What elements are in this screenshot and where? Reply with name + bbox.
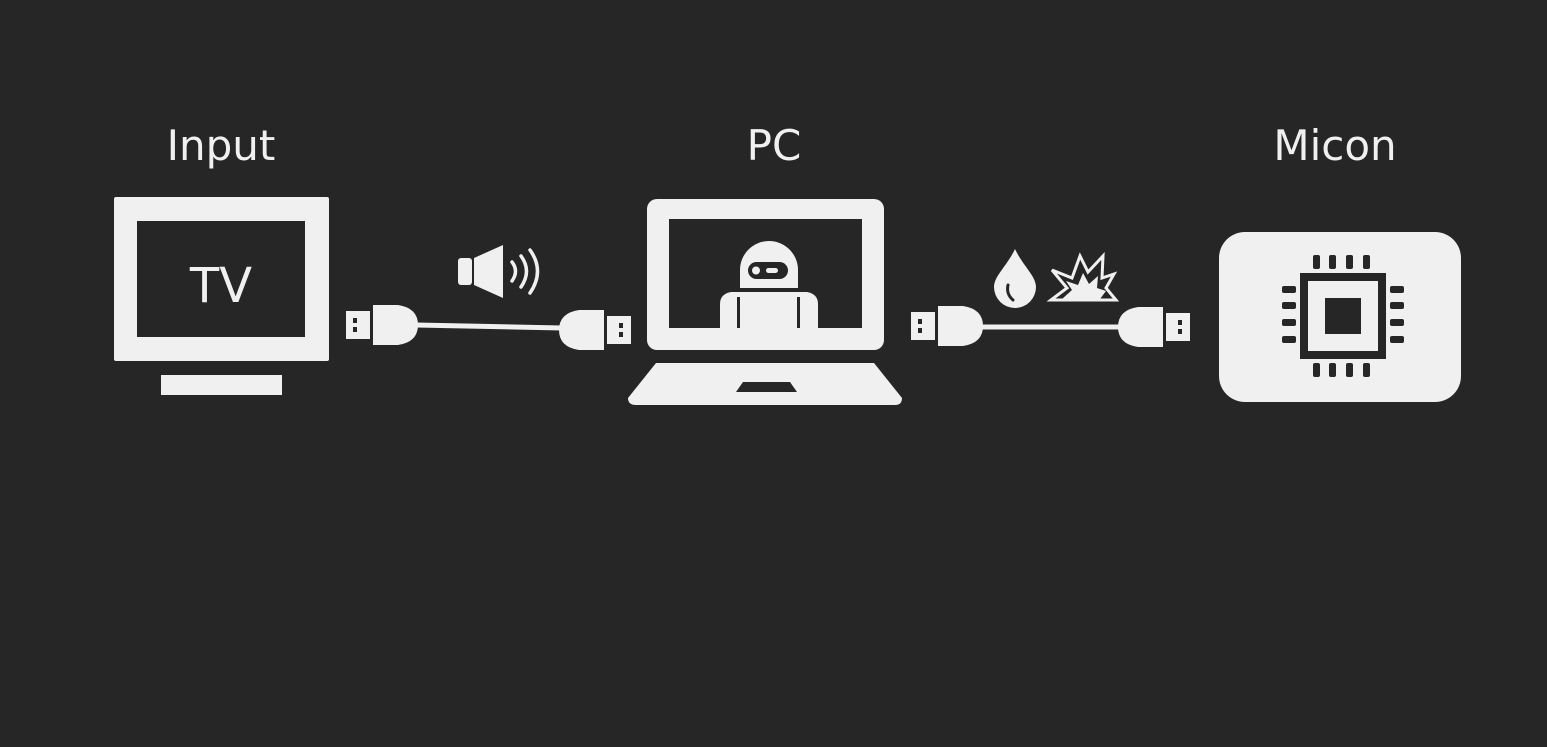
usb-cable-input-pc xyxy=(346,245,631,350)
pc-label: PC xyxy=(747,121,802,170)
micon-label: Micon xyxy=(1273,121,1396,170)
tv-icon: TV xyxy=(114,197,329,395)
usb-cable-pc-micon xyxy=(911,249,1190,347)
input-label: Input xyxy=(167,121,276,170)
usb-plug-left-icon xyxy=(346,305,418,345)
robot-icon xyxy=(720,241,818,328)
laptop-robot-icon xyxy=(628,199,902,405)
tv-screen-text: TV xyxy=(189,258,252,314)
microchip-icon xyxy=(1219,232,1461,402)
water-drop-icon xyxy=(994,249,1036,308)
usb-plug-right-icon xyxy=(1118,307,1190,347)
usb-plug-right-icon xyxy=(559,310,631,350)
speaker-icon xyxy=(458,245,540,298)
usb-plug-left-icon xyxy=(911,306,983,346)
explosion-icon xyxy=(1046,252,1120,302)
